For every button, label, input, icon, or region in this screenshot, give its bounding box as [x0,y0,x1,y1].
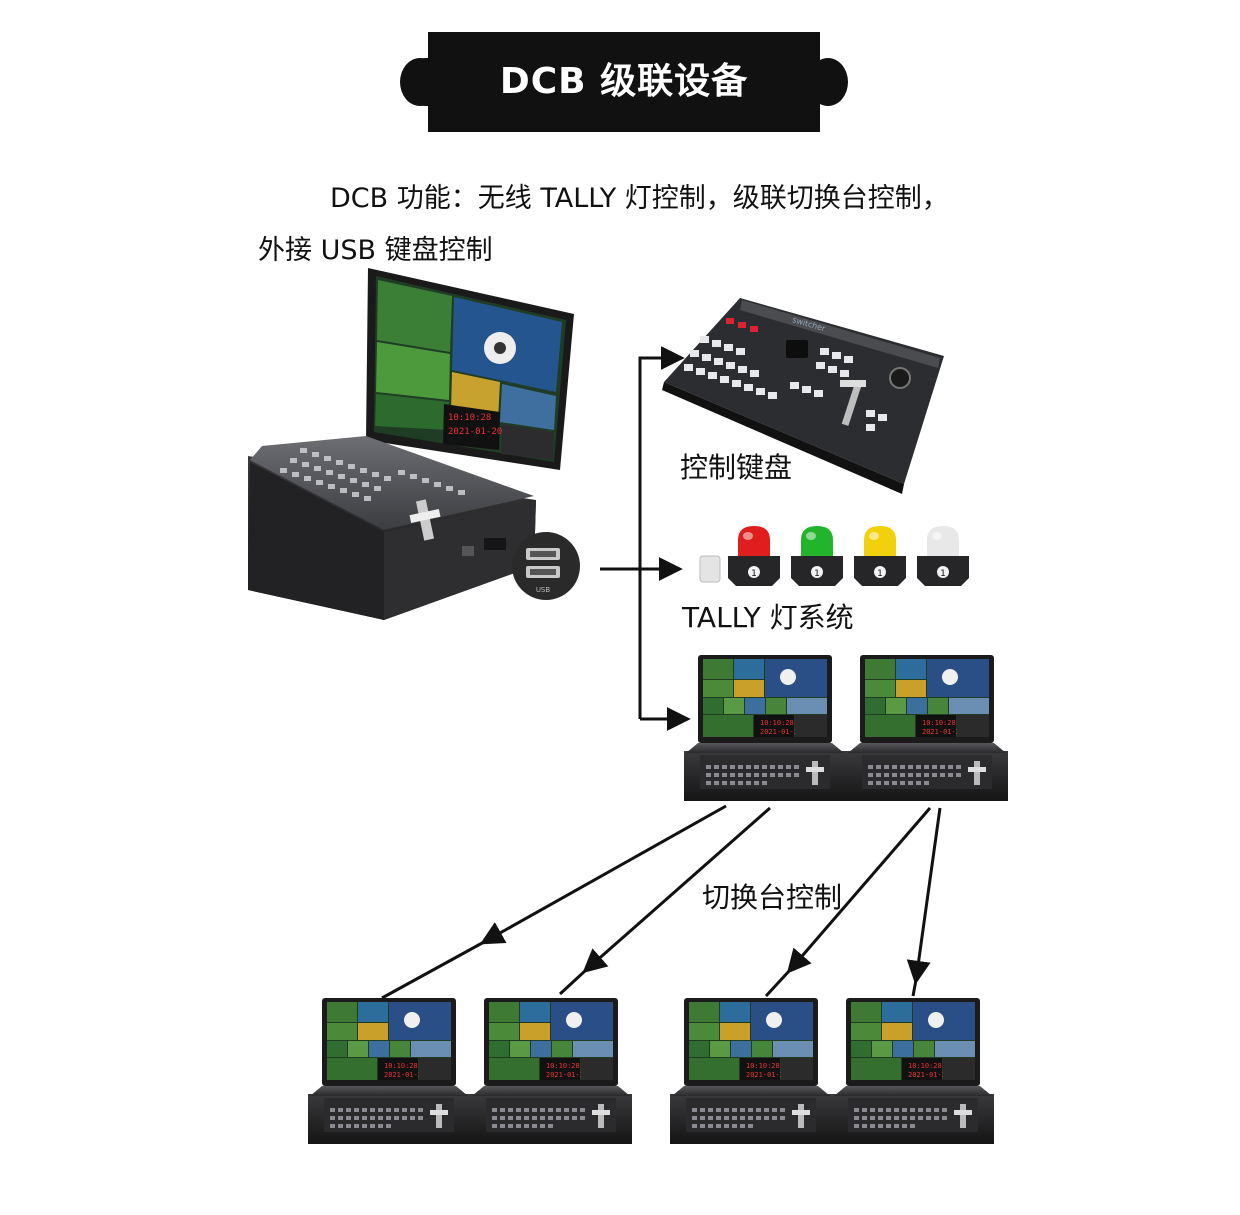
line-to-slave-4 [911,979,918,997]
arrow-to-slave-1 [479,804,727,945]
tally-light-system: 1 1 1 1 [699,526,969,586]
tally-number: 1 [940,569,946,579]
svg-text:2021-01-20: 2021-01-20 [448,427,502,437]
usb-port-label: USB [536,586,551,594]
banner-shape [400,32,848,132]
connection-arrows [381,346,942,1000]
tally-light-1: 1 [728,526,780,586]
keyboard-label: 控制键盘 [680,451,793,484]
description-line-2: 外接 USB 键盘控制 [258,235,493,266]
svg-text:10:10:28: 10:10:28 [448,413,491,423]
arrow-to-keyboard [638,346,685,719]
line-to-slave-1 [381,940,485,1000]
line-to-slave-2 [558,968,588,996]
switcher-control-label: 切换台控制 [702,881,843,914]
title-banner: DCB 级联设备 [400,32,848,132]
usb-port-callout: USB [512,532,580,600]
slave-switcher-4 [832,998,994,1144]
control-keyboard-device: switcher [662,298,944,494]
tally-light-2: 1 [791,526,843,586]
main-switcher-laptop: 10:10:28 2021-01-20 [248,268,574,620]
arrow-to-slave-4 [906,807,942,985]
tally-light-3: 1 [854,526,906,586]
slave-switcher-1 [308,998,470,1144]
slave-switcher-3 [670,998,832,1144]
line-to-slave-3 [764,968,792,998]
arrow-to-slave-2 [582,806,771,974]
arrow-to-slave-3 [786,807,932,974]
cascade-switcher-1 [684,655,846,801]
tally-number: 1 [814,569,820,579]
page-title: DCB 级联设备 [499,61,749,102]
description-line-1: DCB 功能：无线 TALLY 灯控制，级联切换台控制， [330,183,949,214]
tally-label: TALLY 灯系统 [682,601,854,634]
tally-number: 1 [877,569,883,579]
tally-light-4: 1 [917,526,969,586]
tally-number: 1 [751,569,757,579]
cascade-switcher-2 [846,655,1008,801]
slave-switcher-2 [470,998,632,1144]
